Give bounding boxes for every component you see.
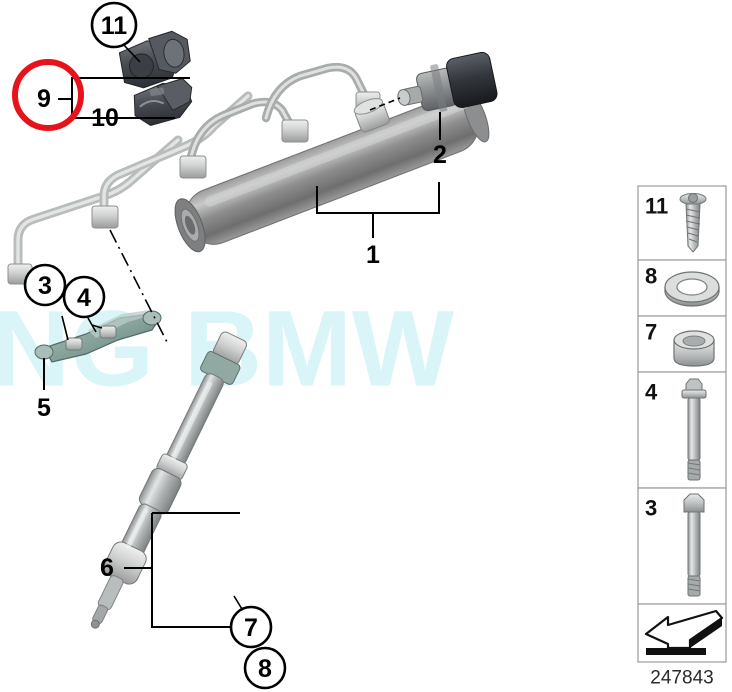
hex-bolt-long-icon	[683, 493, 705, 597]
self-tapping-screw-icon	[679, 193, 707, 253]
sidebar-cell-4[interactable]: 4	[637, 371, 727, 489]
callout-8-label: 8	[258, 655, 272, 683]
sidebar-parts-legend: 11 8	[637, 185, 727, 689]
callout-9-label: 9	[37, 85, 51, 113]
sensor-leader-dash	[369, 97, 401, 111]
callout-7: 7	[229, 595, 273, 649]
callout-3-circle	[23, 263, 67, 307]
callout-5-label: 5	[37, 394, 51, 422]
sidebar-cell-4-number: 4	[645, 380, 658, 405]
callout-4: 4	[62, 275, 106, 333]
callout-7-label: 7	[244, 614, 258, 642]
sidebar-cell-11[interactable]: 11	[637, 185, 727, 261]
callout-8-circle	[243, 646, 287, 690]
callout-1: 1	[316, 182, 440, 269]
callout-11-circle	[90, 1, 138, 49]
sidebar-cell-orientation[interactable]	[637, 603, 727, 663]
callout-3-label: 3	[38, 272, 52, 300]
highlight-circle-9	[12, 59, 84, 131]
high-pressure-fuel-lines	[13, 62, 371, 277]
callout-10-label: 10	[91, 104, 119, 132]
injector-alignment-dashdot	[109, 229, 169, 345]
callout-4-circle	[62, 275, 106, 319]
callout-7-circle	[229, 605, 273, 649]
fuel-rail-tube	[174, 88, 490, 253]
sidebar-cell-7[interactable]: 7	[637, 315, 727, 373]
callout-11: 11	[90, 1, 141, 63]
sidebar-cell-3[interactable]: 3	[637, 487, 727, 605]
callout-3: 3	[23, 263, 69, 341]
callout-2: 2	[433, 112, 447, 169]
callout-8: 8	[243, 646, 287, 690]
callout-4-label: 4	[77, 284, 91, 312]
callout-5: 5	[37, 358, 51, 422]
callout-11-label: 11	[101, 12, 128, 40]
callout-6-label: 6	[100, 554, 114, 582]
sidebar-cell-7-number: 7	[645, 320, 657, 345]
sidebar-cell-11-number: 11	[645, 194, 668, 219]
callout-1-label: 1	[366, 241, 380, 269]
sidebar-cell-8-number: 8	[645, 264, 657, 289]
callout-10: 10	[91, 104, 152, 132]
clamp-lower-half	[133, 78, 193, 127]
sealing-ring-icon	[664, 271, 720, 307]
orientation-arrow-icon	[644, 609, 724, 655]
callout-6: 6	[100, 512, 245, 628]
sidebar-cell-8[interactable]: 8	[637, 259, 727, 317]
collar-screw-long-icon	[681, 378, 707, 481]
fuel-pressure-sensor	[397, 51, 498, 112]
diagram-id-label: 247843	[650, 668, 713, 689]
callout-2-label: 2	[433, 141, 447, 169]
support-ring-icon	[673, 330, 715, 367]
clamp-upper-half	[118, 30, 191, 89]
fuel-injector	[90, 331, 247, 629]
sidebar-cell-3-number: 3	[645, 496, 657, 521]
